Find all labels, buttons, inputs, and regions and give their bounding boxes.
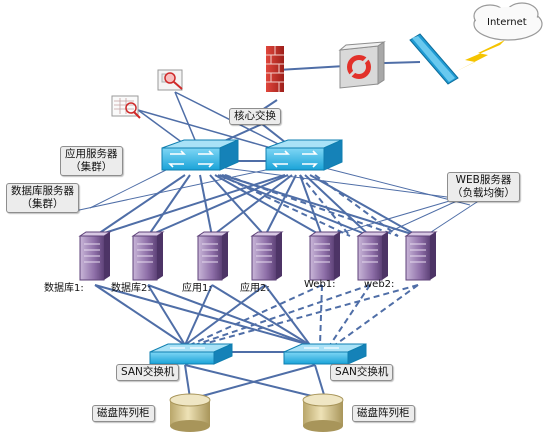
- server-icon: [356, 231, 390, 281]
- server-icon: [196, 231, 230, 281]
- core-switch-label: 核心交换: [229, 108, 281, 125]
- server-label: 数据库1:: [44, 283, 84, 294]
- server-label: Web1:: [304, 279, 336, 290]
- web-cluster-label: WEB服务器 （负载均衡）: [447, 172, 520, 202]
- server-icon: [404, 231, 438, 281]
- audit-icon: [111, 95, 141, 119]
- network-links: [69, 61, 481, 399]
- internet-label: Internet: [487, 17, 527, 28]
- san-switch-left-icon: [149, 343, 233, 365]
- core-switch-left-icon: [161, 139, 239, 171]
- db-cluster-label-line1: 数据库服务器: [11, 185, 74, 197]
- router-icon: [409, 33, 459, 85]
- db-cluster-label-line2: （集群）: [21, 198, 64, 210]
- web-cluster-label-line2: （负载均衡）: [452, 187, 515, 199]
- san-switch-right-label: SAN交换机: [330, 364, 394, 381]
- san-switch-right-icon: [283, 343, 367, 365]
- server-label: 数据库2:: [111, 283, 151, 294]
- security-gateway-icon: [338, 41, 386, 89]
- server-label: 应用1:: [182, 283, 212, 294]
- san-switch-left-label: SAN交换机: [116, 364, 180, 381]
- server-icon: [131, 231, 165, 281]
- internet-cloud-icon: [473, 2, 543, 41]
- disk-array-right-icon: [302, 393, 344, 432]
- lightning-icon: [455, 40, 505, 72]
- disk-array-right-label: 磁盘阵列柜: [352, 405, 415, 422]
- app-cluster-label-line2: （集群）: [70, 161, 113, 173]
- server-icon: [78, 231, 112, 281]
- web-cluster-label-line1: WEB服务器: [455, 174, 512, 186]
- server-icon: [308, 231, 342, 281]
- server-label: 应用2:: [240, 283, 270, 294]
- disk-array-left-label: 磁盘阵列柜: [92, 405, 155, 422]
- firewall-icon: [266, 46, 284, 92]
- disk-array-left-icon: [169, 393, 211, 432]
- server-icon: [250, 231, 284, 281]
- monitor-icon: [157, 69, 183, 91]
- app-cluster-label-line1: 应用服务器: [65, 148, 118, 160]
- db-cluster-label: 数据库服务器 （集群）: [6, 183, 79, 213]
- server-group: [78, 231, 438, 281]
- core-switch-right-icon: [265, 139, 343, 171]
- app-cluster-label: 应用服务器 （集群）: [60, 146, 123, 176]
- server-label: web2:: [364, 279, 395, 290]
